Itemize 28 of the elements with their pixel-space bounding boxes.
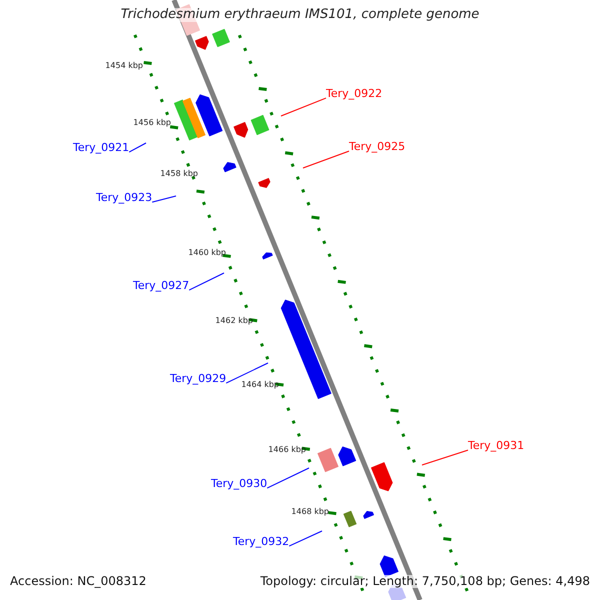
scale-label: 1466 kbp [268,446,306,455]
gene-label: Tery_0931 [468,440,524,452]
scale-label: 1458 kbp [160,170,198,179]
gene-label: Tery_0921 [73,142,130,154]
gene-label: Tery_0930 [211,478,268,490]
gene-label: Tery_0925 [349,141,406,154]
scale-label: 1464 kbp [241,381,279,390]
scale-label: 1468 kbp [291,508,329,517]
leader-line [302,150,350,168]
gene-label: Tery_0927 [133,280,190,292]
scale-label: 1456 kbp [133,119,171,128]
gene-label: Tery_0923 [96,192,152,204]
leader-line [226,362,268,384]
leader-line [128,142,146,153]
leader-line [280,98,326,116]
scale-label: 1460 kbp [188,249,226,258]
scale-label: 1454 kbp [105,62,143,71]
gene-label: Tery_0922 [326,88,382,100]
leader-line [152,196,176,203]
gene-label: Tery_0932 [233,536,290,548]
leader-line [288,530,322,547]
leader-line [422,450,468,466]
genome-summary: Topology: circular; Length: 7,750,108 bp; Genes: 4,498 [260,575,590,588]
leader-line [188,272,224,291]
gene-label: Tery_0929 [170,373,226,386]
scale-label: 1462 kbp [215,317,253,326]
leader-line [266,468,310,489]
accession-text: Accession: NC_008312 [10,575,146,588]
